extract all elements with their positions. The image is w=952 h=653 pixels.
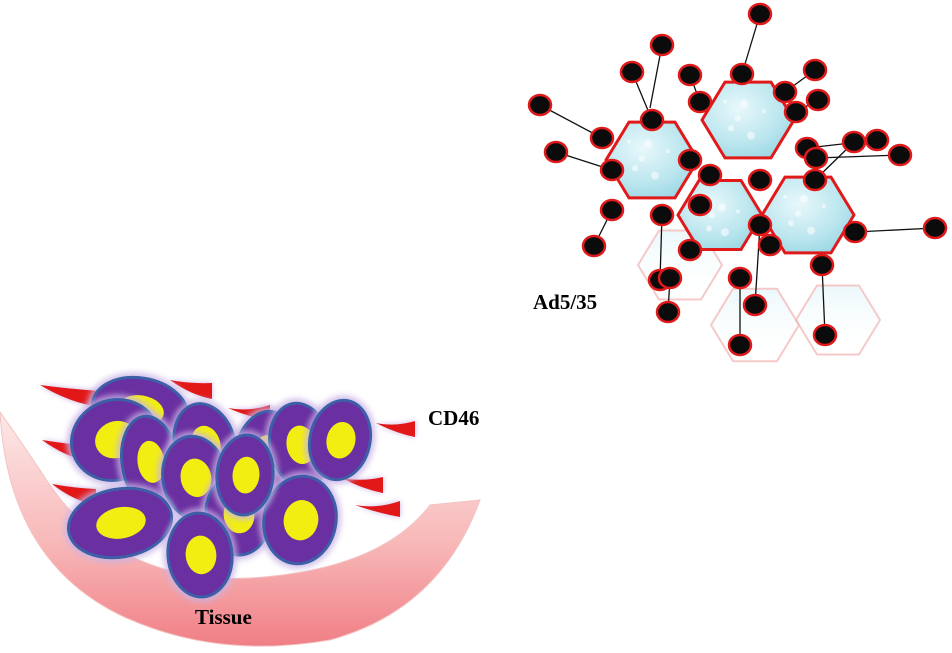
cell-icon: [63, 483, 177, 563]
fiber-knob: [922, 216, 948, 240]
fiber-knob: [727, 333, 753, 357]
tissue-label: Tissue: [195, 605, 252, 629]
fiber-knob: [747, 2, 773, 26]
fiber-knob: [841, 130, 867, 154]
fiber-knob: [655, 300, 681, 324]
cd46-receptor-icon: [342, 477, 383, 493]
fiber-knob: [842, 220, 868, 244]
capsid-texture: [795, 210, 801, 217]
fiber-knob: [802, 168, 828, 192]
capsid-texture: [706, 225, 712, 232]
fiber-knob: [809, 253, 835, 277]
fiber-knob: [599, 158, 625, 182]
fiber-knob: [581, 234, 607, 258]
fiber-shaft: [821, 264, 826, 336]
fiber-knob: [599, 198, 625, 222]
capsid-texture: [807, 226, 815, 235]
capsid-texture: [718, 203, 726, 212]
cd46-receptor-icon: [170, 380, 212, 399]
cd46-receptor-icon: [376, 421, 415, 437]
fiber-knob: [805, 88, 831, 112]
capsid-texture: [639, 155, 645, 162]
receptor-label: CD46: [428, 406, 479, 430]
cell-cluster: [40, 372, 415, 602]
fiber-knob: [657, 266, 683, 290]
cell-icon: [211, 430, 279, 520]
fiber-knob: [619, 60, 645, 84]
fiber-knob: [772, 80, 798, 104]
capsid-texture: [740, 99, 748, 108]
fiber-knob: [649, 203, 675, 227]
fiber-knob: [783, 100, 809, 124]
cd46-receptor-icon: [355, 501, 400, 517]
capsid-texture: [644, 139, 652, 148]
fiber-knob: [747, 213, 773, 237]
cell-icon: [162, 508, 238, 602]
fiber-shaft: [854, 227, 936, 233]
fiber-knob: [687, 193, 713, 217]
capsid-texture: [800, 194, 808, 203]
cell-icon: [258, 471, 342, 569]
fiber-knob: [887, 143, 913, 167]
adenovirus-capsid-icon: [527, 2, 948, 363]
fiber-knob: [803, 146, 829, 170]
capsid-face: [794, 284, 882, 356]
fiber-knob: [649, 33, 675, 57]
capsid-texture: [666, 149, 670, 154]
fiber-knob: [543, 140, 569, 164]
fiber-knob: [677, 148, 703, 172]
capsid-texture: [762, 109, 766, 114]
capsid-texture: [721, 228, 729, 237]
fiber-knob: [757, 233, 783, 257]
capsid-texture: [822, 204, 826, 209]
capsid-texture: [651, 171, 659, 180]
cd46-receptor-icon: [40, 385, 100, 407]
capsid-texture: [632, 165, 638, 172]
fiber-shaft: [754, 224, 761, 306]
fiber-knob: [677, 63, 703, 87]
capsid-texture: [735, 115, 741, 122]
fiber-knob: [697, 163, 723, 187]
capsid-texture: [783, 194, 787, 199]
fiber-knob: [864, 128, 890, 152]
fiber-knob: [729, 62, 755, 86]
fiber-knob: [747, 168, 773, 192]
capsid-texture: [747, 131, 755, 140]
fiber-knob: [639, 108, 665, 132]
capsid-texture: [728, 125, 734, 132]
capsid-texture: [627, 139, 631, 144]
virus-label: Ad5/35: [533, 290, 597, 314]
capsid-texture: [736, 209, 740, 214]
fiber-knob: [589, 126, 615, 150]
fiber-knob: [687, 90, 713, 114]
fiber-knob: [802, 58, 828, 82]
fiber-knob: [677, 238, 703, 262]
fiber-knob: [742, 293, 768, 317]
fiber-knob: [727, 266, 753, 290]
fiber-knob: [812, 323, 838, 347]
capsid-texture: [709, 212, 715, 219]
cell-icon: [304, 395, 376, 485]
capsid-texture: [788, 220, 794, 227]
fiber-knob: [527, 93, 553, 117]
fiber-shaft: [815, 154, 901, 159]
capsid-texture: [723, 99, 727, 104]
